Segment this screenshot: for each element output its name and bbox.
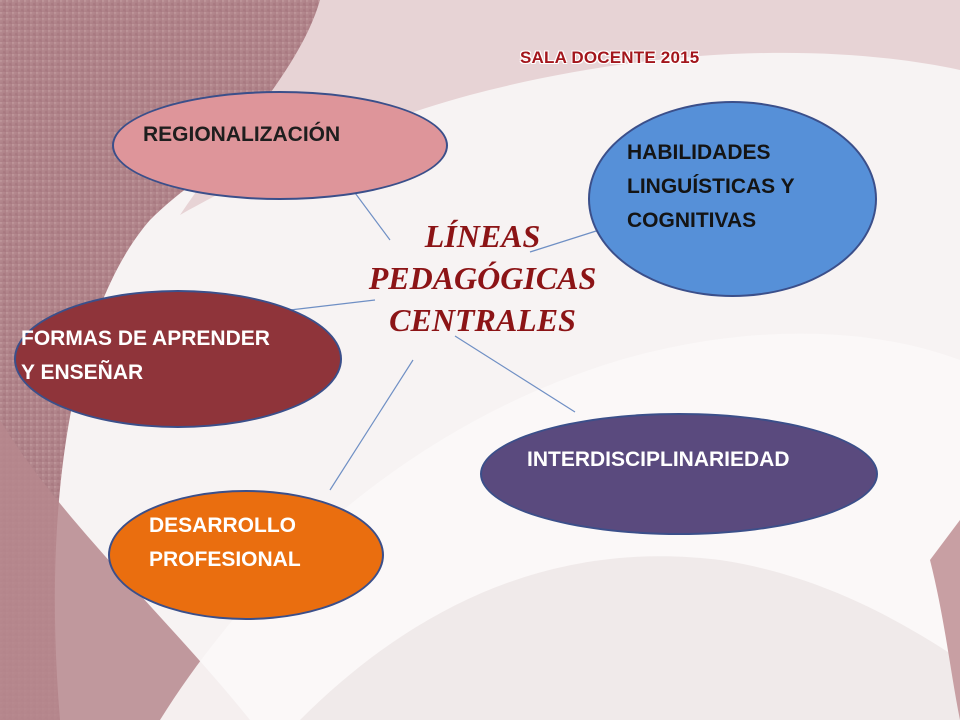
node-formas-line-2: Y ENSEÑAR	[21, 361, 144, 384]
central-title-line-2: PEDAGÓGICAS	[368, 260, 597, 296]
node-habilidades-line-2: LINGUÍSTICAS Y	[627, 175, 795, 198]
node-desarrollo-line-1: DESARROLLO	[149, 514, 296, 537]
central-title: LÍNEAS PEDAGÓGICAS CENTRALES	[340, 215, 625, 341]
slide-header: SALA DOCENTE 2015	[520, 48, 700, 67]
maroon-lower	[0, 420, 250, 720]
node-regionalizacion-label: REGIONALIZACIÓN	[143, 118, 340, 152]
central-title-line-3: CENTRALES	[389, 302, 576, 338]
grey-wave	[300, 556, 960, 720]
node-habilidades-line-3: COGNITIVAS	[627, 209, 757, 232]
node-formas-label: FORMAS DE APRENDER Y ENSEÑAR	[21, 322, 270, 390]
node-desarrollo-label: DESARROLLO PROFESIONAL	[149, 509, 301, 577]
node-habilidades-label: HABILIDADES LINGUÍSTICAS Y COGNITIVAS	[627, 136, 795, 238]
node-desarrollo	[108, 490, 384, 620]
central-title-line-1: LÍNEAS	[424, 218, 541, 254]
node-regionalizacion	[112, 91, 448, 200]
maroon-right	[930, 520, 960, 720]
node-interdisciplinariedad-line-1: INTERDISCIPLINARIEDAD	[527, 448, 790, 471]
node-desarrollo-line-2: PROFESIONAL	[149, 548, 301, 571]
node-habilidades	[588, 101, 877, 297]
node-formas-line-1: FORMAS DE APRENDER	[21, 327, 270, 350]
node-regionalizacion-line-1: REGIONALIZACIÓN	[143, 123, 341, 146]
node-interdisciplinariedad	[480, 413, 878, 535]
pink-wave	[180, 0, 960, 215]
node-habilidades-line-1: HABILIDADES	[627, 141, 771, 164]
node-formas	[14, 290, 342, 428]
node-interdisciplinariedad-label: INTERDISCIPLINARIEDAD	[527, 443, 790, 477]
